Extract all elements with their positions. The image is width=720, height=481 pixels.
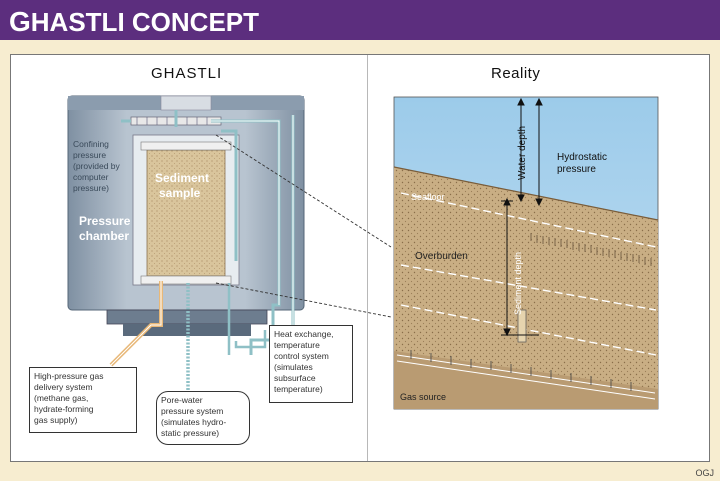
pore-line-2: pressure system: [161, 406, 224, 416]
title-rest: HASTLI CONCEPT: [30, 7, 260, 37]
gas-line-3: (methane gas,: [34, 393, 89, 403]
hydrostatic-label-2: pressure: [557, 164, 596, 175]
temperature-control-callout: Heat exchange, temperature control syste…: [269, 325, 353, 403]
svg-text:computer: computer: [73, 172, 109, 182]
pore-line-1: Pore-water: [161, 395, 203, 405]
gas-delivery-callout: High-pressure gas delivery system (metha…: [29, 367, 137, 433]
svg-text:Confining: Confining: [73, 139, 109, 149]
gas-source-label: Gas source: [400, 392, 446, 402]
cooling-line-3: control system: [274, 351, 329, 361]
diagram-drawing: Confining pressure (provided by computer…: [67, 95, 659, 410]
svg-text:Pressure: Pressure: [79, 214, 131, 228]
diagram-frame: GHASTLI Reality: [10, 54, 710, 462]
svg-text:(provided by: (provided by: [73, 161, 121, 171]
reality-panel-title: Reality: [491, 65, 541, 82]
water-depth-label: Water depth: [517, 126, 528, 180]
svg-text:sample: sample: [159, 186, 201, 200]
title-banner: GHASTLI CONCEPT: [0, 0, 720, 40]
svg-text:pressure): pressure): [73, 183, 109, 193]
svg-text:Sediment: Sediment: [155, 171, 209, 185]
figure-title: GHASTLI CONCEPT: [9, 6, 259, 38]
gas-line-5: gas supply): [34, 415, 78, 425]
reality-cross-section: [393, 96, 659, 410]
pore-line-3: (simulates hydro-: [161, 417, 227, 427]
svg-text:pressure: pressure: [73, 150, 106, 160]
sample-label: Sediment sample: [155, 171, 209, 200]
credit-label: OGJ: [695, 468, 714, 478]
overburden-label: Overburden: [415, 251, 468, 262]
hydrostatic-label-1: Hydrostatic: [557, 152, 607, 163]
seafloor-label: Seafloor: [411, 192, 445, 202]
pore-line-4: static pressure): [161, 428, 220, 438]
gas-line-1: High-pressure gas: [34, 371, 104, 381]
cooling-line-1: Heat exchange,: [274, 329, 334, 339]
svg-text:chamber: chamber: [79, 229, 129, 243]
gas-line-4: hydrate-forming: [34, 404, 94, 414]
sediment-depth-label: Sediment depth: [513, 252, 523, 315]
title-initial: G: [9, 6, 31, 37]
confining-pressure-label: Confining pressure (provided by computer…: [73, 139, 121, 193]
cooling-line-2: temperature: [274, 340, 320, 350]
gas-line-2: delivery system: [34, 382, 93, 392]
ghastli-panel-title: GHASTLI: [151, 65, 223, 82]
cooling-line-4: (simulates: [274, 362, 313, 372]
sediment-sample: [146, 149, 226, 277]
chamber-label: Pressure chamber: [79, 214, 131, 243]
panel-divider: [367, 55, 368, 461]
cooling-line-5: subsurface: [274, 373, 316, 383]
cooling-line-6: temperature): [274, 384, 323, 394]
pore-water-callout: Pore-water pressure system (simulates hy…: [156, 391, 250, 445]
depth-arrows: [501, 97, 543, 337]
